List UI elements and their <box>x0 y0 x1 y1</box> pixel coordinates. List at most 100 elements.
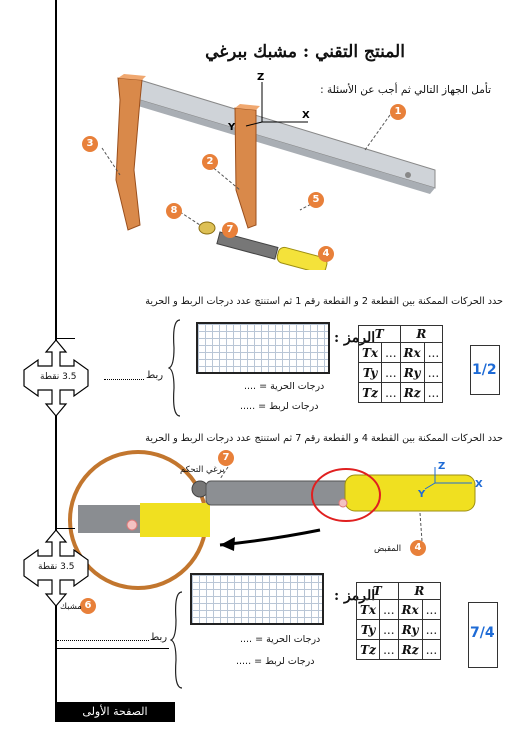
movable-jaw-top <box>235 104 260 110</box>
q1-brace <box>168 319 181 417</box>
q1-link-degrees: درجات لربط = ..... <box>240 401 319 412</box>
zoom-arrow-head <box>220 537 235 551</box>
axis-y <box>245 121 263 127</box>
q2-divider <box>55 528 75 529</box>
badge-4: 4 <box>318 246 334 262</box>
q2-cell-rz-value[interactable]: ... <box>421 639 442 660</box>
screw <box>216 231 279 260</box>
bar-hole <box>405 172 411 178</box>
page-title: المنتج التقني : مشبك ببرغي <box>205 42 405 62</box>
q2-answer-grid[interactable] <box>190 573 324 625</box>
q2-score-box <box>468 602 498 668</box>
q1-cell-tx-value[interactable]: ... <box>381 342 401 363</box>
q2-badge-4: 4 <box>410 540 426 556</box>
leader-8 <box>179 211 201 226</box>
q1-cell-ty: Ty <box>357 362 383 383</box>
clamp-figure: Z Y X <box>101 72 436 270</box>
q1-cell-tx: Tx <box>357 342 383 363</box>
q2-rabt-leader <box>57 640 149 641</box>
leader-1 <box>364 114 391 151</box>
zoom-contact <box>126 519 138 531</box>
axis2-z-label: Z <box>438 461 445 472</box>
q2-badge-6: 6 <box>80 598 96 614</box>
q1-cell-ty-value[interactable]: ... <box>381 362 401 383</box>
q2-baseline <box>57 648 169 649</box>
q1-divider <box>55 338 75 339</box>
axis2-y-label: Y <box>417 489 426 500</box>
q2-cell-ry-value[interactable]: ... <box>421 619 442 640</box>
q2-cell-rx-value[interactable]: ... <box>421 599 442 620</box>
q1-cell-rz-value[interactable]: ... <box>423 382 444 403</box>
q2-points-cross <box>23 529 89 607</box>
screw-rod <box>205 480 357 506</box>
leader-3 <box>101 147 121 176</box>
q2-points: 3.5 نقطة <box>38 562 75 572</box>
q1-points-cross <box>23 339 89 417</box>
q1-cell-tz-value[interactable]: ... <box>381 382 401 403</box>
q1-points: 3.5 نقطة <box>40 372 77 382</box>
badge-5: 5 <box>308 192 324 208</box>
question-2: حدد الحركات الممكنة بين القطعة 4 و القطع… <box>145 433 503 444</box>
q1-cell-rx: Rx <box>399 342 425 363</box>
q2-cell-ty: Ty <box>355 619 381 640</box>
q1-movement-table: T R Tx ... Rx ... Ty ... Ry ... Tz ... R… <box>357 325 444 403</box>
q1-cell-ry-value[interactable]: ... <box>423 362 444 383</box>
q1-rabt-leader <box>104 379 144 380</box>
fixed-jaw <box>115 77 143 231</box>
q2-freedom-degrees: درجات الحرية = .... <box>240 634 321 645</box>
q1-score: 1/2 <box>472 362 497 378</box>
q1-score-box <box>470 345 500 395</box>
handle <box>276 246 328 270</box>
q1-cell-ry: Ry <box>399 362 425 383</box>
q2-cell-ty-value[interactable]: ... <box>379 619 399 640</box>
leader-2 <box>209 164 241 191</box>
q2-cell-tz: Tz <box>355 639 381 660</box>
q1-cell-rx-value[interactable]: ... <box>423 342 444 363</box>
q2-cell-tx-value[interactable]: ... <box>379 599 399 620</box>
clamp-pad <box>198 221 216 235</box>
q2-header-r: R <box>397 582 442 600</box>
fixed-jaw-top <box>118 74 146 80</box>
q2-cell-tz-value[interactable]: ... <box>379 639 399 660</box>
axis2-y <box>424 482 436 490</box>
q2-label-handle: المقبض <box>374 544 402 554</box>
zoom-handle <box>140 503 210 537</box>
axis-z-label: Z <box>257 72 264 83</box>
q2-cell-ry: Ry <box>397 619 423 640</box>
badge-7: 7 <box>222 222 238 238</box>
page-footer: الصفحة الأولى <box>55 702 175 722</box>
leader-q2-4 <box>419 512 423 542</box>
q2-label-screw: برغي التحكم <box>180 465 225 475</box>
screw-handle-figure: Z Y X <box>68 450 483 590</box>
q1-cell-rz: Rz <box>399 382 425 403</box>
q2-cell-rx: Rx <box>397 599 423 620</box>
q2-brace <box>170 591 183 689</box>
q2-cell-tx: Tx <box>355 599 381 620</box>
q2-label-clamp: مشبك <box>60 602 82 612</box>
q1-cell-tz: Tz <box>357 382 383 403</box>
q2-score: 7/4 <box>470 625 495 641</box>
badge-3: 3 <box>82 136 98 152</box>
q1-rabt-label: ربط <box>146 370 164 381</box>
question-1: حدد الحركات الممكنة بين القطعة 2 و القطع… <box>145 296 503 307</box>
badge-2: 2 <box>202 154 218 170</box>
bar-rail <box>139 79 436 189</box>
q2-link-degrees: درجات لربط = ..... <box>236 656 315 667</box>
contact-highlight <box>311 468 381 522</box>
axis2-x-label: X <box>475 479 483 490</box>
handle-body <box>344 474 476 512</box>
q1-header-r: R <box>399 325 444 343</box>
axis-y-label: Y <box>227 122 236 133</box>
zoom-arrow <box>219 528 321 547</box>
q2-header-t: T <box>356 582 399 600</box>
q1-answer-grid[interactable] <box>196 322 330 374</box>
q1-freedom-degrees: درجات الحرية = .... <box>244 381 325 392</box>
q2-movement-table: T R Tx ... Rx ... Ty ... Ry ... Tz ... R… <box>355 582 442 660</box>
badge-1: 1 <box>390 104 406 120</box>
q2-cell-rz: Rz <box>397 639 423 660</box>
badge-8: 8 <box>166 203 182 219</box>
q2-badge-7: 7 <box>218 450 234 466</box>
intro-text: تأمل الجهاز التالي ثم أجب عن الأسئلة : <box>320 84 491 96</box>
bar-rail-shadow <box>138 100 435 194</box>
axis-x-label: X <box>302 110 310 121</box>
